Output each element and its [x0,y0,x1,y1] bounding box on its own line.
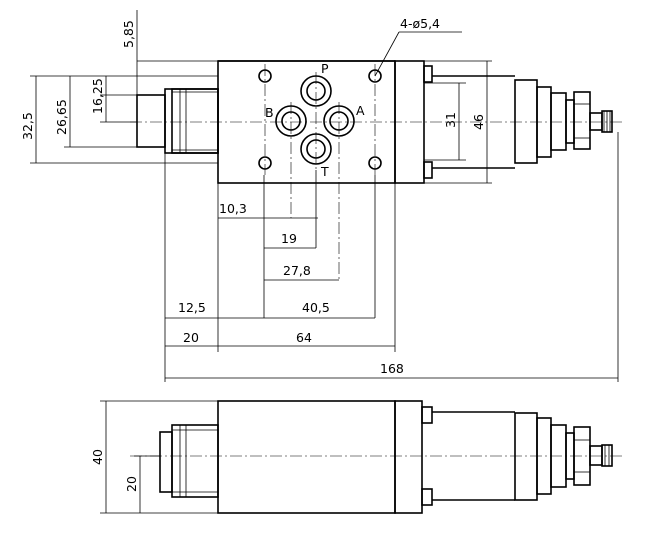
port-label-t: T [320,164,329,179]
horizontal-dims: 10,3 19 27,8 12,5 40,5 20 64 168 [164,132,619,382]
dim-26-65: 26,65 [54,99,69,135]
side-left-plug [159,424,219,498]
hole-callout-text: 4-ø5,4 [400,16,440,31]
side-right-housing [394,400,613,514]
mounting-holes [258,69,382,170]
side-main-body [217,400,396,514]
dim-40: 40 [90,449,105,465]
top-view: P A B T 4-ø5,4 32,5 26,65 16,25 [20,10,625,382]
side-view: 40 20 [90,400,625,514]
dim-46: 46 [471,114,486,130]
dim-20-side: 20 [124,476,139,492]
dim-27-8: 27,8 [283,263,311,278]
port-label-p: P [321,61,329,76]
port-label-b: B [265,105,274,120]
dim-31: 31 [443,112,458,128]
port-label-a: A [356,103,365,118]
ports [275,75,355,165]
hole-callout: 4-ø5,4 [374,16,462,77]
left-plug [136,88,219,154]
dim-40-5: 40,5 [302,300,330,315]
dim-20: 20 [183,330,199,345]
dim-5-85: 5,85 [121,20,136,48]
side-dims: 40 20 [90,400,218,514]
vertical-dims-right: 31 46 [395,60,492,184]
dim-10-3: 10,3 [219,201,247,216]
vertical-dims-left: 32,5 26,65 16,25 5,85 [20,10,218,164]
dim-32-5: 32,5 [20,112,35,140]
dim-64: 64 [296,330,312,345]
dim-168: 168 [380,361,404,376]
center-lines [130,64,625,280]
dim-16-25: 16,25 [90,78,105,114]
dim-12-5: 12,5 [178,300,206,315]
dim-19: 19 [281,231,297,246]
